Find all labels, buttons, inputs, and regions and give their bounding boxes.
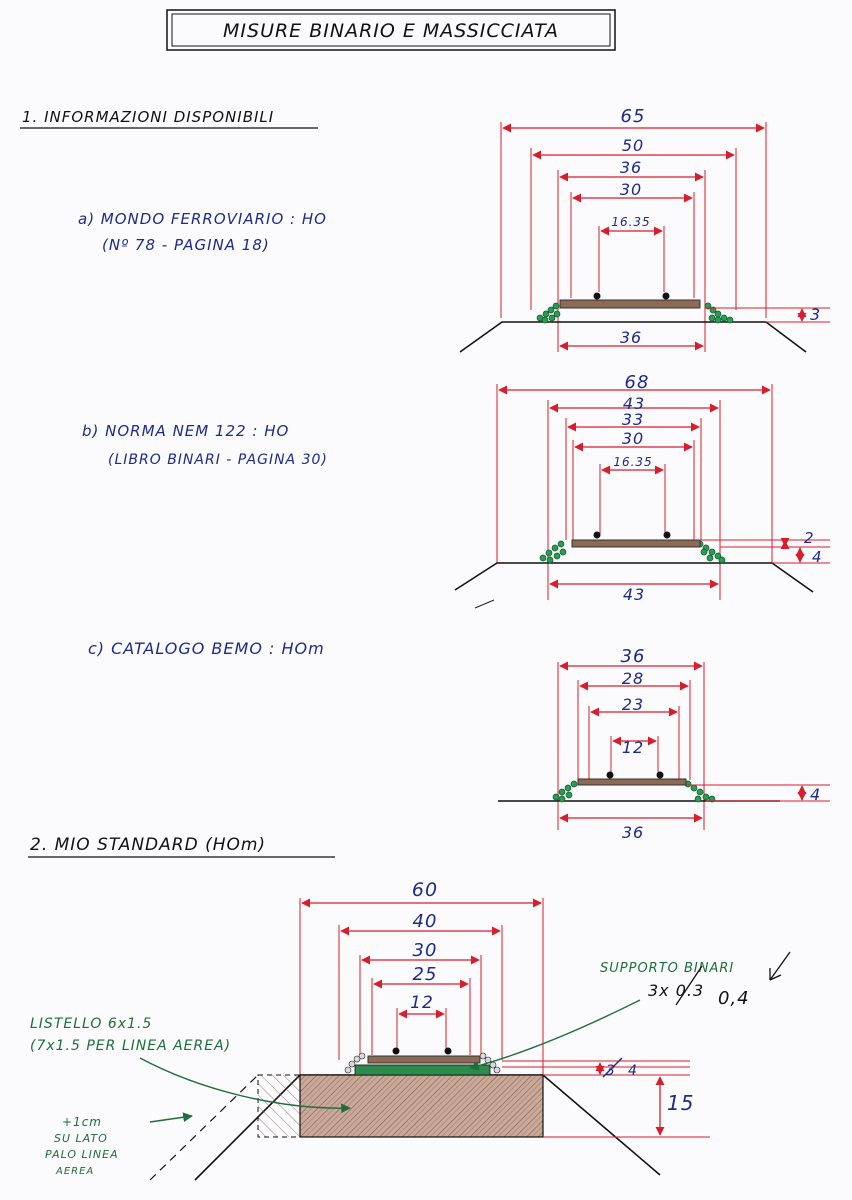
dim-c-2: 28	[622, 669, 644, 688]
dim-std-side-right: 4	[628, 1063, 638, 1079]
dim-a-2: 50	[622, 136, 644, 155]
dim-b-2: 43	[623, 394, 645, 413]
dim-a-1: 65	[621, 106, 646, 127]
dim-std-3: 30	[413, 940, 438, 961]
label-b-line1: b) NORMA NEM 122 : HO	[82, 422, 289, 440]
dim-b-side-bottom: 4	[812, 548, 823, 566]
dim-a-side: 3	[810, 305, 821, 324]
dim-c-3: 23	[622, 695, 644, 714]
note-extra-line4: AEREA	[55, 1166, 94, 1177]
dim-std-height: 15	[667, 1091, 694, 1115]
note-extra-line3: PALO LINEA	[45, 1148, 119, 1161]
dim-c-4: 12	[622, 738, 644, 757]
note-extra-line2: SU LATO	[54, 1132, 108, 1145]
dim-b-3: 33	[622, 410, 644, 429]
dim-a-bottom: 36	[620, 328, 642, 347]
section1-heading: 1. INFORMAZIONI DISPONIBILI	[22, 108, 274, 126]
label-a-line1: a) MONDO FERROVIARIO : HO	[78, 210, 327, 228]
note-support-pointer	[769, 951, 791, 981]
dim-b-4: 30	[622, 429, 644, 448]
dim-c-bottom: 36	[622, 823, 644, 842]
dim-b-1: 68	[625, 372, 650, 393]
diagram-b: 68 43 33 30 16.35 43 2 4	[454, 372, 830, 609]
dim-std-side-left: 3	[606, 1063, 616, 1079]
label-c: c) CATALOGO BEMO : HOm	[88, 639, 325, 658]
section2-heading: 2. MIO STANDARD (HOm)	[30, 835, 266, 855]
note-support-strike	[675, 965, 703, 1006]
label-a-line2: (Nº 78 - PAGINA 18)	[102, 236, 270, 254]
dim-std-5: 12	[410, 993, 434, 1013]
dim-a-5: 16.35	[611, 215, 650, 229]
dim-a-4: 30	[620, 180, 642, 199]
dim-c-side: 4	[810, 785, 821, 804]
note-support-line1: SUPPORTO BINARI	[600, 961, 734, 976]
dim-std-4: 25	[413, 964, 438, 985]
note-support-pointer-head	[769, 968, 782, 981]
dim-std-side-strike	[602, 1057, 623, 1078]
note-extra-arrow	[149, 1112, 193, 1123]
note-strip-line2: (7x1.5 PER LINEA AEREA)	[30, 1038, 231, 1054]
dim-std-1: 60	[412, 879, 438, 901]
note-support-fix: 0,4	[718, 988, 750, 1009]
title-box: MISURE BINARIO E MASSICCIATA	[166, 9, 616, 51]
diagram-standard: 60 40 30 25 12 3 4 15 SUPPORTO BINAR	[30, 879, 791, 1181]
diagram-c: 36 28 23 12 36 4	[498, 646, 830, 842]
dim-b-5: 16.35	[613, 455, 652, 469]
note-support-line2: 3x 0.3	[648, 981, 704, 1000]
note-strip-arrow	[139, 1057, 351, 1114]
dim-b-side-top: 2	[804, 529, 815, 547]
dim-std-2: 40	[413, 911, 438, 932]
dim-b-bottom: 43	[623, 585, 645, 604]
page-title: MISURE BINARIO E MASSICCIATA	[223, 20, 559, 42]
dim-a-3: 36	[620, 158, 642, 177]
note-strip-line1: LISTELLO 6x1.5	[30, 1016, 152, 1032]
note-support-arrow	[469, 999, 641, 1071]
diagram-a: 65 50 36 30 16.35 36 3	[459, 106, 830, 353]
note-extra-line1: +1cm	[62, 1115, 102, 1129]
label-b-line2: (LIBRO BINARI - PAGINA 30)	[108, 452, 328, 468]
dim-c-1: 36	[621, 646, 646, 667]
